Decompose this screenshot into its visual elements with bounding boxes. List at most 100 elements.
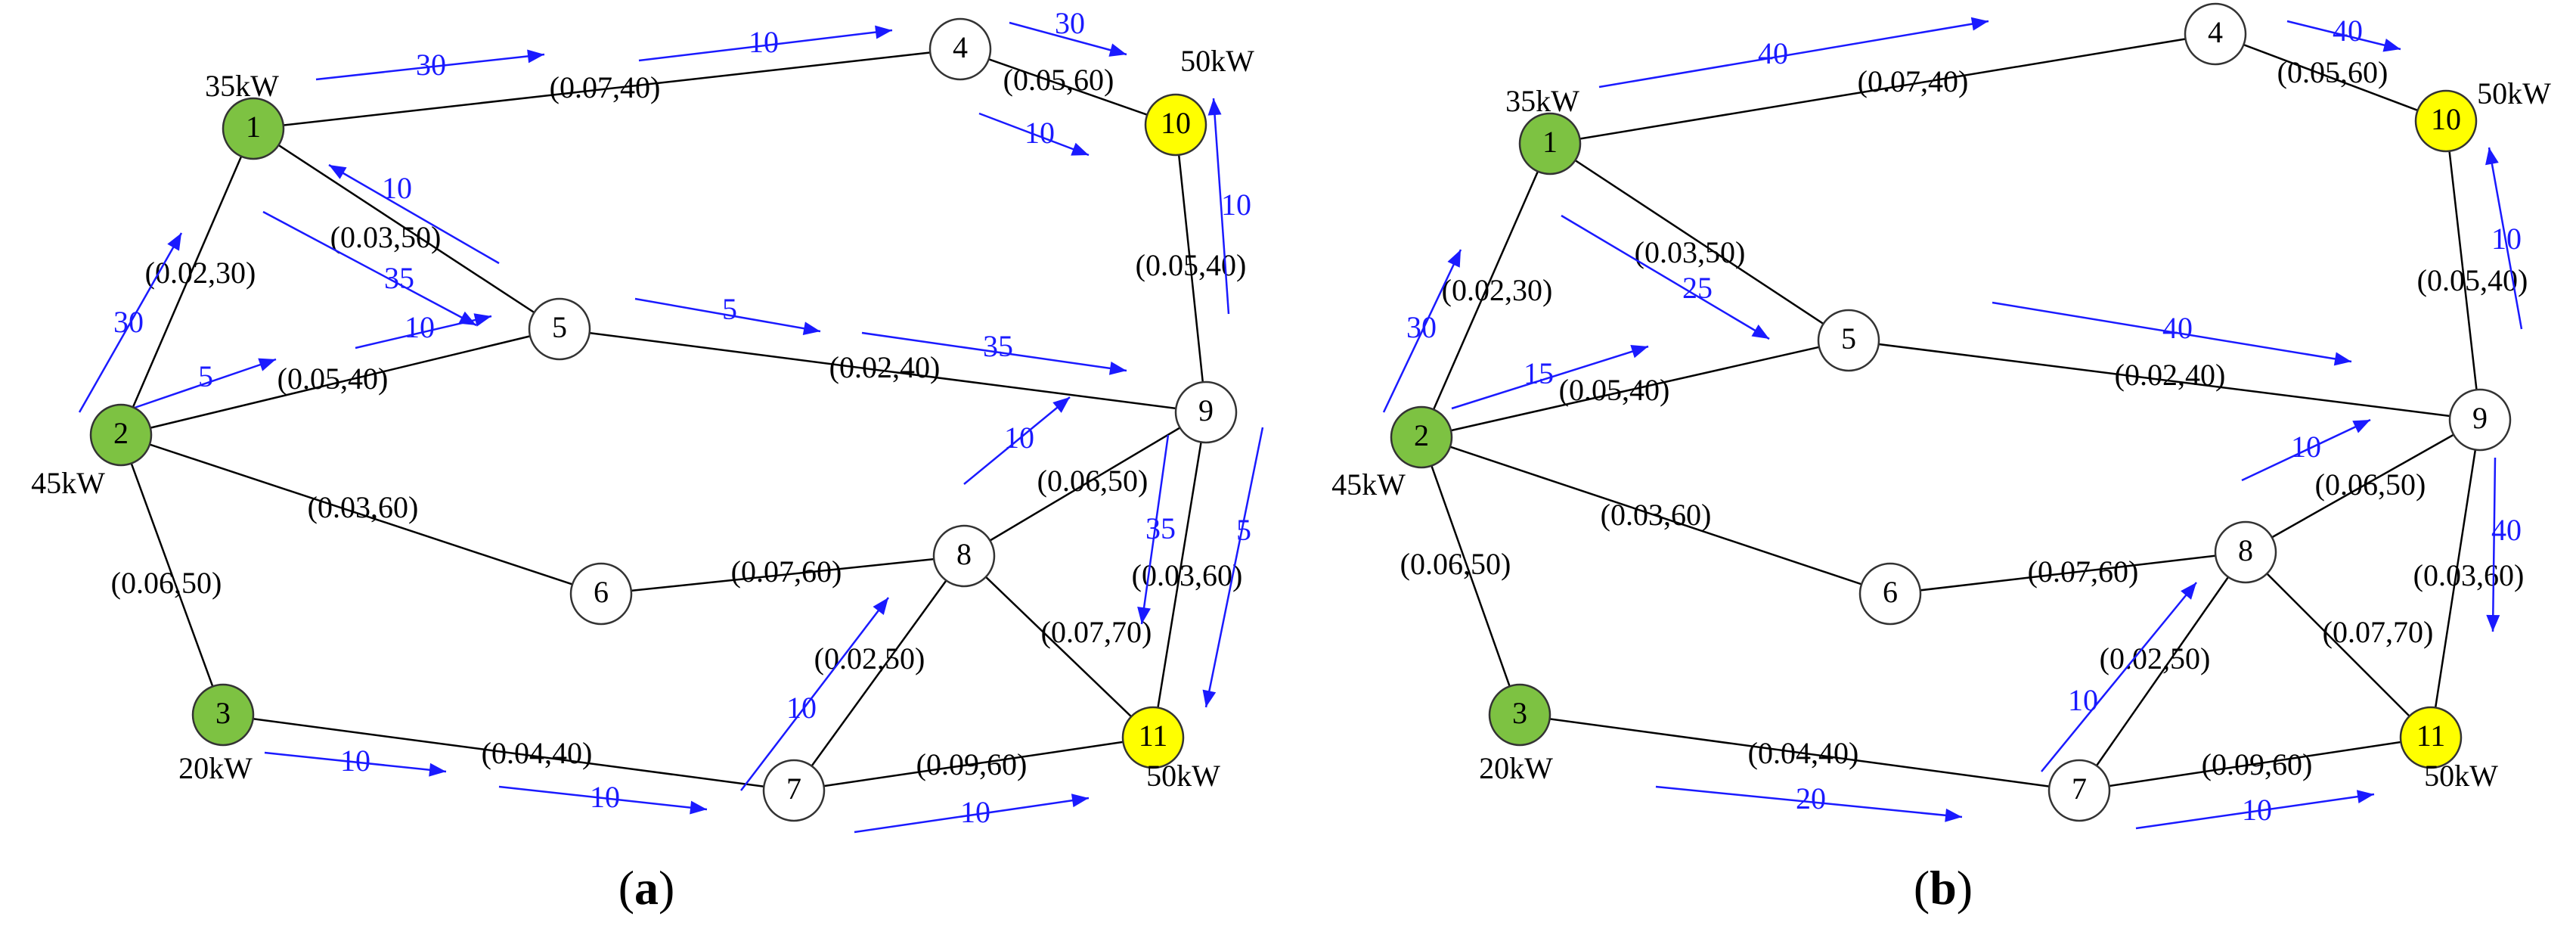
node-circle-source [1518, 112, 1582, 175]
node-6: 6 [569, 562, 633, 626]
edge-label-9-8: (0.06,50) [2315, 467, 2426, 502]
flow-value: 25 [1682, 271, 1713, 305]
node-id-label: 4 [2208, 15, 2223, 49]
edge-7-11 [2078, 736, 2432, 792]
edge-1-2 [1420, 143, 1551, 438]
node-10: 10 [1144, 93, 1207, 157]
node-id-label: 8 [2238, 533, 2253, 567]
flow-value: 10 [2242, 793, 2272, 827]
node-8: 8 [2214, 520, 2277, 584]
edge-label-8-7: (0.02,50) [814, 641, 925, 676]
node-3: 3 [1488, 683, 1551, 747]
power-label-node-1: 35kW [205, 69, 279, 103]
edge-label-6-8: (0.07,60) [731, 554, 842, 589]
node-2: 2 [1390, 405, 1453, 469]
node-circle-plain [762, 759, 826, 822]
flow-arrow [132, 358, 277, 410]
node-7: 7 [762, 759, 826, 822]
flow-arrow [78, 232, 183, 413]
flow-arrow [1598, 20, 1989, 89]
node-id-label: 9 [2472, 401, 2488, 435]
flow-value: 15 [1524, 356, 1554, 390]
edge-8-11 [963, 555, 1154, 738]
flow-value: 20 [1796, 781, 1826, 815]
flow-value: 5 [1236, 513, 1251, 547]
flow-arrowhead [1137, 606, 1151, 624]
node-4: 4 [2184, 2, 2247, 66]
edge-label-3-7: (0.04,40) [1748, 736, 1859, 770]
flow-arrow [1382, 249, 1462, 413]
edge-label-3-7: (0.04,40) [482, 736, 593, 770]
flow-arrowhead [473, 313, 491, 327]
edge-label-2-3: (0.06,50) [1400, 547, 1511, 581]
flow-arrow [2491, 457, 2497, 632]
edge-label-1-4: (0.07,40) [550, 70, 661, 104]
edge-label-2-6: (0.03,60) [308, 490, 419, 524]
edge-label-9-10: (0.05,40) [1136, 248, 1247, 282]
edge-label-1-5: (0.03,50) [1635, 235, 1746, 269]
flow-value: 30 [113, 305, 144, 339]
node-id-label: 2 [113, 416, 129, 450]
edge-4-10 [959, 48, 1176, 126]
flow-arrow [1204, 427, 1264, 708]
flow-arrow [2286, 20, 2401, 51]
flow-value: 10 [340, 744, 370, 778]
node-id-label: 4 [953, 30, 968, 64]
edge-1-2 [119, 128, 255, 436]
flow-arrow [740, 597, 889, 791]
node-11: 11 [1121, 706, 1185, 769]
edge-9-11 [1152, 412, 1207, 738]
node-id-label: 6 [594, 575, 609, 609]
flow-value: 10 [1221, 188, 1251, 222]
power-label-node-2: 45kW [1331, 467, 1406, 502]
node-id-label: 10 [1161, 106, 1191, 140]
node-3: 3 [191, 683, 255, 747]
edge-label-5-9: (0.02,40) [829, 350, 941, 384]
edge-label-4-10: (0.05,60) [2277, 55, 2388, 89]
node-circle-sink [1144, 93, 1207, 157]
edge-label-2-5: (0.05,40) [1559, 373, 1670, 407]
edge-label-1-4: (0.07,40) [1858, 64, 1969, 98]
node-5: 5 [528, 297, 591, 361]
node-id-label: 5 [1841, 321, 1856, 356]
flow-arrow [2041, 582, 2197, 772]
node-9: 9 [1174, 380, 1238, 444]
flow-arrowhead [2485, 148, 2499, 166]
node-circle-plain [932, 524, 996, 588]
flow-value: 5 [198, 359, 213, 393]
flow-value: 10 [960, 795, 990, 829]
flow-arrow [355, 315, 492, 349]
node-circle-source [222, 97, 285, 160]
node-11: 11 [2399, 706, 2463, 769]
edge-label-7-11: (0.09,60) [2202, 747, 2313, 781]
edge-2-5 [1421, 339, 1849, 439]
flow-arrowhead [1071, 142, 1089, 156]
edge-label-8-11: (0.07,70) [1041, 615, 1152, 649]
edge-label-9-10: (0.05,40) [2417, 263, 2528, 297]
node-circle-sink [2399, 706, 2463, 769]
flow-value: 30 [416, 48, 446, 82]
edge-6-8 [1889, 551, 2246, 595]
edge-1-4 [253, 48, 961, 130]
flow-arrowhead [1630, 345, 1648, 359]
node-9: 9 [2448, 388, 2512, 452]
flow-value: 35 [983, 329, 1013, 363]
node-circle-plain [569, 562, 633, 626]
flow-arrow [1451, 345, 1649, 410]
flow-arrowhead [458, 311, 476, 325]
node-circle-plain [1174, 380, 1238, 444]
flow-arrow [963, 396, 1071, 485]
power-label-node-11: 50kW [1146, 759, 1220, 793]
flow-arrowhead [1207, 98, 1222, 116]
flow-value: 40 [2162, 311, 2193, 345]
edge-label-9-8: (0.06,50) [1037, 464, 1149, 498]
power-label-node-1: 35kW [1505, 84, 1579, 118]
flow-arrow [262, 210, 477, 327]
flow-arrowhead [2382, 38, 2401, 52]
flow-arrow [328, 163, 500, 265]
edge-2-6 [1421, 436, 1891, 595]
edge-2-5 [120, 328, 560, 436]
edge-9-10 [2444, 120, 2481, 421]
power-label-node-3: 20kW [1479, 751, 1553, 785]
edge-5-9 [559, 328, 1207, 414]
